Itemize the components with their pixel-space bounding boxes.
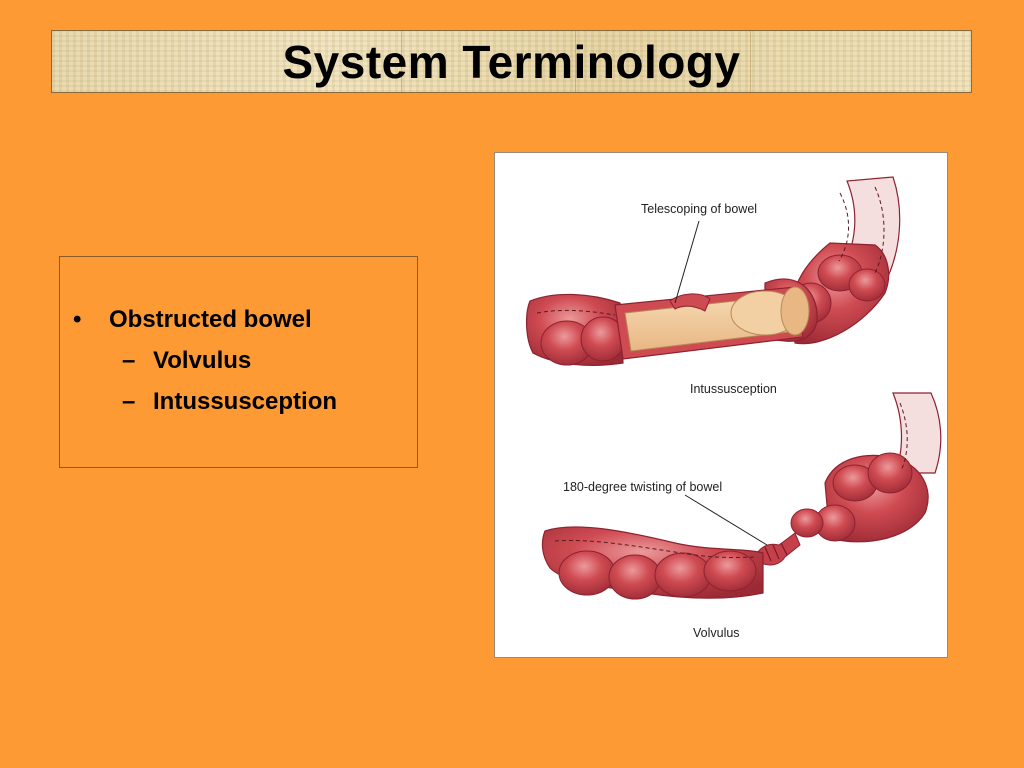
bowel-haustrum	[867, 452, 913, 494]
bowel-diagram-svg: Telescoping of bowel Intussusception	[526, 176, 942, 640]
dash-glyph: –	[122, 388, 136, 415]
bowel-haustrum	[790, 508, 824, 538]
banner-seam	[401, 31, 402, 92]
dashed-detail	[899, 402, 908, 472]
bowel-haustrum	[848, 268, 886, 302]
label-twisting: 180-degree twisting of bowel	[563, 480, 722, 494]
dashed-detail	[838, 192, 850, 262]
bowel-haustrum	[654, 552, 712, 598]
leader-line	[674, 220, 700, 304]
dashed-detail	[536, 309, 616, 316]
label-volvulus: Volvulus	[693, 626, 740, 640]
bowel-illustration: Telescoping of bowel Intussusception	[494, 152, 948, 658]
bowel-segment	[892, 392, 942, 474]
sub-bullet-text: Volvulus	[153, 347, 252, 374]
bowel-fold	[669, 293, 711, 312]
telescoped-fold	[780, 286, 810, 336]
bullet-text: Obstructed bowel	[109, 306, 312, 333]
twisted-bowel	[756, 532, 801, 566]
volvulus-drawing	[541, 392, 942, 600]
bowel-haustrum	[558, 550, 616, 596]
banner-seam	[750, 31, 751, 92]
bullet-list-box: • Obstructed bowel – Volvulus – Intussus…	[59, 256, 418, 468]
dash-glyph: –	[122, 347, 136, 374]
label-intussusception: Intussusception	[690, 382, 777, 396]
twist-marks	[764, 542, 788, 562]
banner-seam	[575, 31, 576, 92]
intussusception-drawing	[526, 176, 901, 366]
title-banner: System Terminology	[51, 30, 972, 93]
bullet-glyph: •	[73, 306, 82, 333]
bowel-haustrum	[608, 554, 662, 600]
leader-line	[684, 494, 768, 546]
sub-bullet-text: Intussusception	[153, 388, 338, 415]
label-telescoping: Telescoping of bowel	[641, 202, 757, 216]
dashed-detail	[874, 186, 885, 274]
slide-title: System Terminology	[282, 35, 741, 88]
dashed-detail	[554, 540, 758, 558]
bowel-haustrum	[703, 550, 757, 592]
